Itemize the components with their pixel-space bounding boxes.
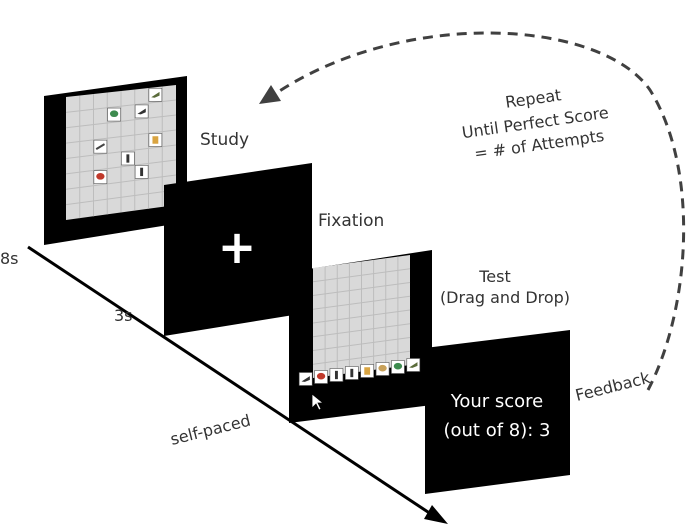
- shoe-icon: [301, 376, 310, 382]
- plant-icon: [393, 362, 403, 370]
- tray-item-card[interactable]: [314, 370, 328, 384]
- fixation-cross: +: [218, 220, 257, 274]
- tray-item-card[interactable]: [391, 360, 405, 374]
- study-item-card: [148, 87, 163, 102]
- boot-icon: [151, 91, 160, 98]
- bottle-icon: [350, 368, 354, 378]
- loop-note-line1: Repeat: [504, 85, 562, 112]
- tray-item-card[interactable]: [375, 362, 390, 376]
- hat-icon: [96, 173, 105, 180]
- study-item-card: [121, 151, 135, 166]
- study-grid-lines: [65, 86, 177, 219]
- grid-line-h: [65, 159, 177, 175]
- boot-icon: [409, 362, 418, 368]
- study-item-card: [134, 104, 149, 119]
- label-test: Test: [478, 267, 511, 286]
- study-item-card: [148, 133, 163, 147]
- test-grid-lines: [312, 256, 411, 377]
- grid-line-h: [312, 323, 411, 338]
- study-item-card: [93, 170, 108, 184]
- grid-line-h: [65, 174, 177, 190]
- grid-line-h: [312, 350, 411, 365]
- tray-item-card[interactable]: [298, 372, 313, 386]
- label-test-sub: (Drag and Drop): [440, 288, 570, 307]
- tray-item-card[interactable]: [329, 368, 344, 382]
- repeat-loop-arrowhead: [259, 85, 281, 104]
- mouse-cursor: [311, 393, 325, 411]
- tray-item-card[interactable]: [360, 364, 374, 378]
- label-study: Study: [200, 130, 249, 150]
- timing-test: self-paced: [168, 411, 252, 449]
- repeat-loop-arrow: [271, 31, 686, 391]
- feedback-score-line1: Your score: [450, 391, 544, 412]
- feedback-score-line2: (out of 8): 3: [443, 420, 550, 441]
- label-fixation: Fixation: [318, 211, 384, 231]
- label-feedback: Feedback: [573, 368, 652, 405]
- study-item-card: [93, 139, 108, 154]
- bread-icon: [378, 364, 387, 372]
- cake-icon: [364, 367, 371, 375]
- timeline-arrow: [27, 245, 441, 522]
- study-item-card: [134, 165, 149, 179]
- timeline-arrowhead: [424, 505, 448, 524]
- feedback-panel: Your score (out of 8): 3: [425, 330, 570, 494]
- timing-study: 8s: [0, 249, 19, 268]
- cutlery-icon: [334, 370, 338, 380]
- test-item-tray: [298, 358, 421, 386]
- cutlery-icon: [140, 167, 144, 177]
- cake-icon: [152, 136, 159, 144]
- guitar-icon: [95, 143, 106, 151]
- study-panel: [44, 76, 187, 245]
- tray-item-card[interactable]: [406, 358, 421, 372]
- grid-line-h: [65, 189, 177, 206]
- plant-icon: [109, 110, 119, 118]
- bottle-icon: [126, 154, 130, 163]
- hat-icon: [316, 372, 326, 380]
- study-items: [93, 87, 163, 184]
- shoe-icon: [137, 108, 146, 115]
- tray-item-card[interactable]: [345, 366, 359, 380]
- grid-line-h: [65, 144, 177, 159]
- test-panel: [289, 250, 432, 423]
- grid-line-h: [312, 309, 411, 324]
- study-item-card: [107, 107, 121, 122]
- fixation-panel: +: [164, 163, 312, 336]
- timing-fixation: 3s: [114, 306, 133, 325]
- grid-line-h: [312, 337, 411, 351]
